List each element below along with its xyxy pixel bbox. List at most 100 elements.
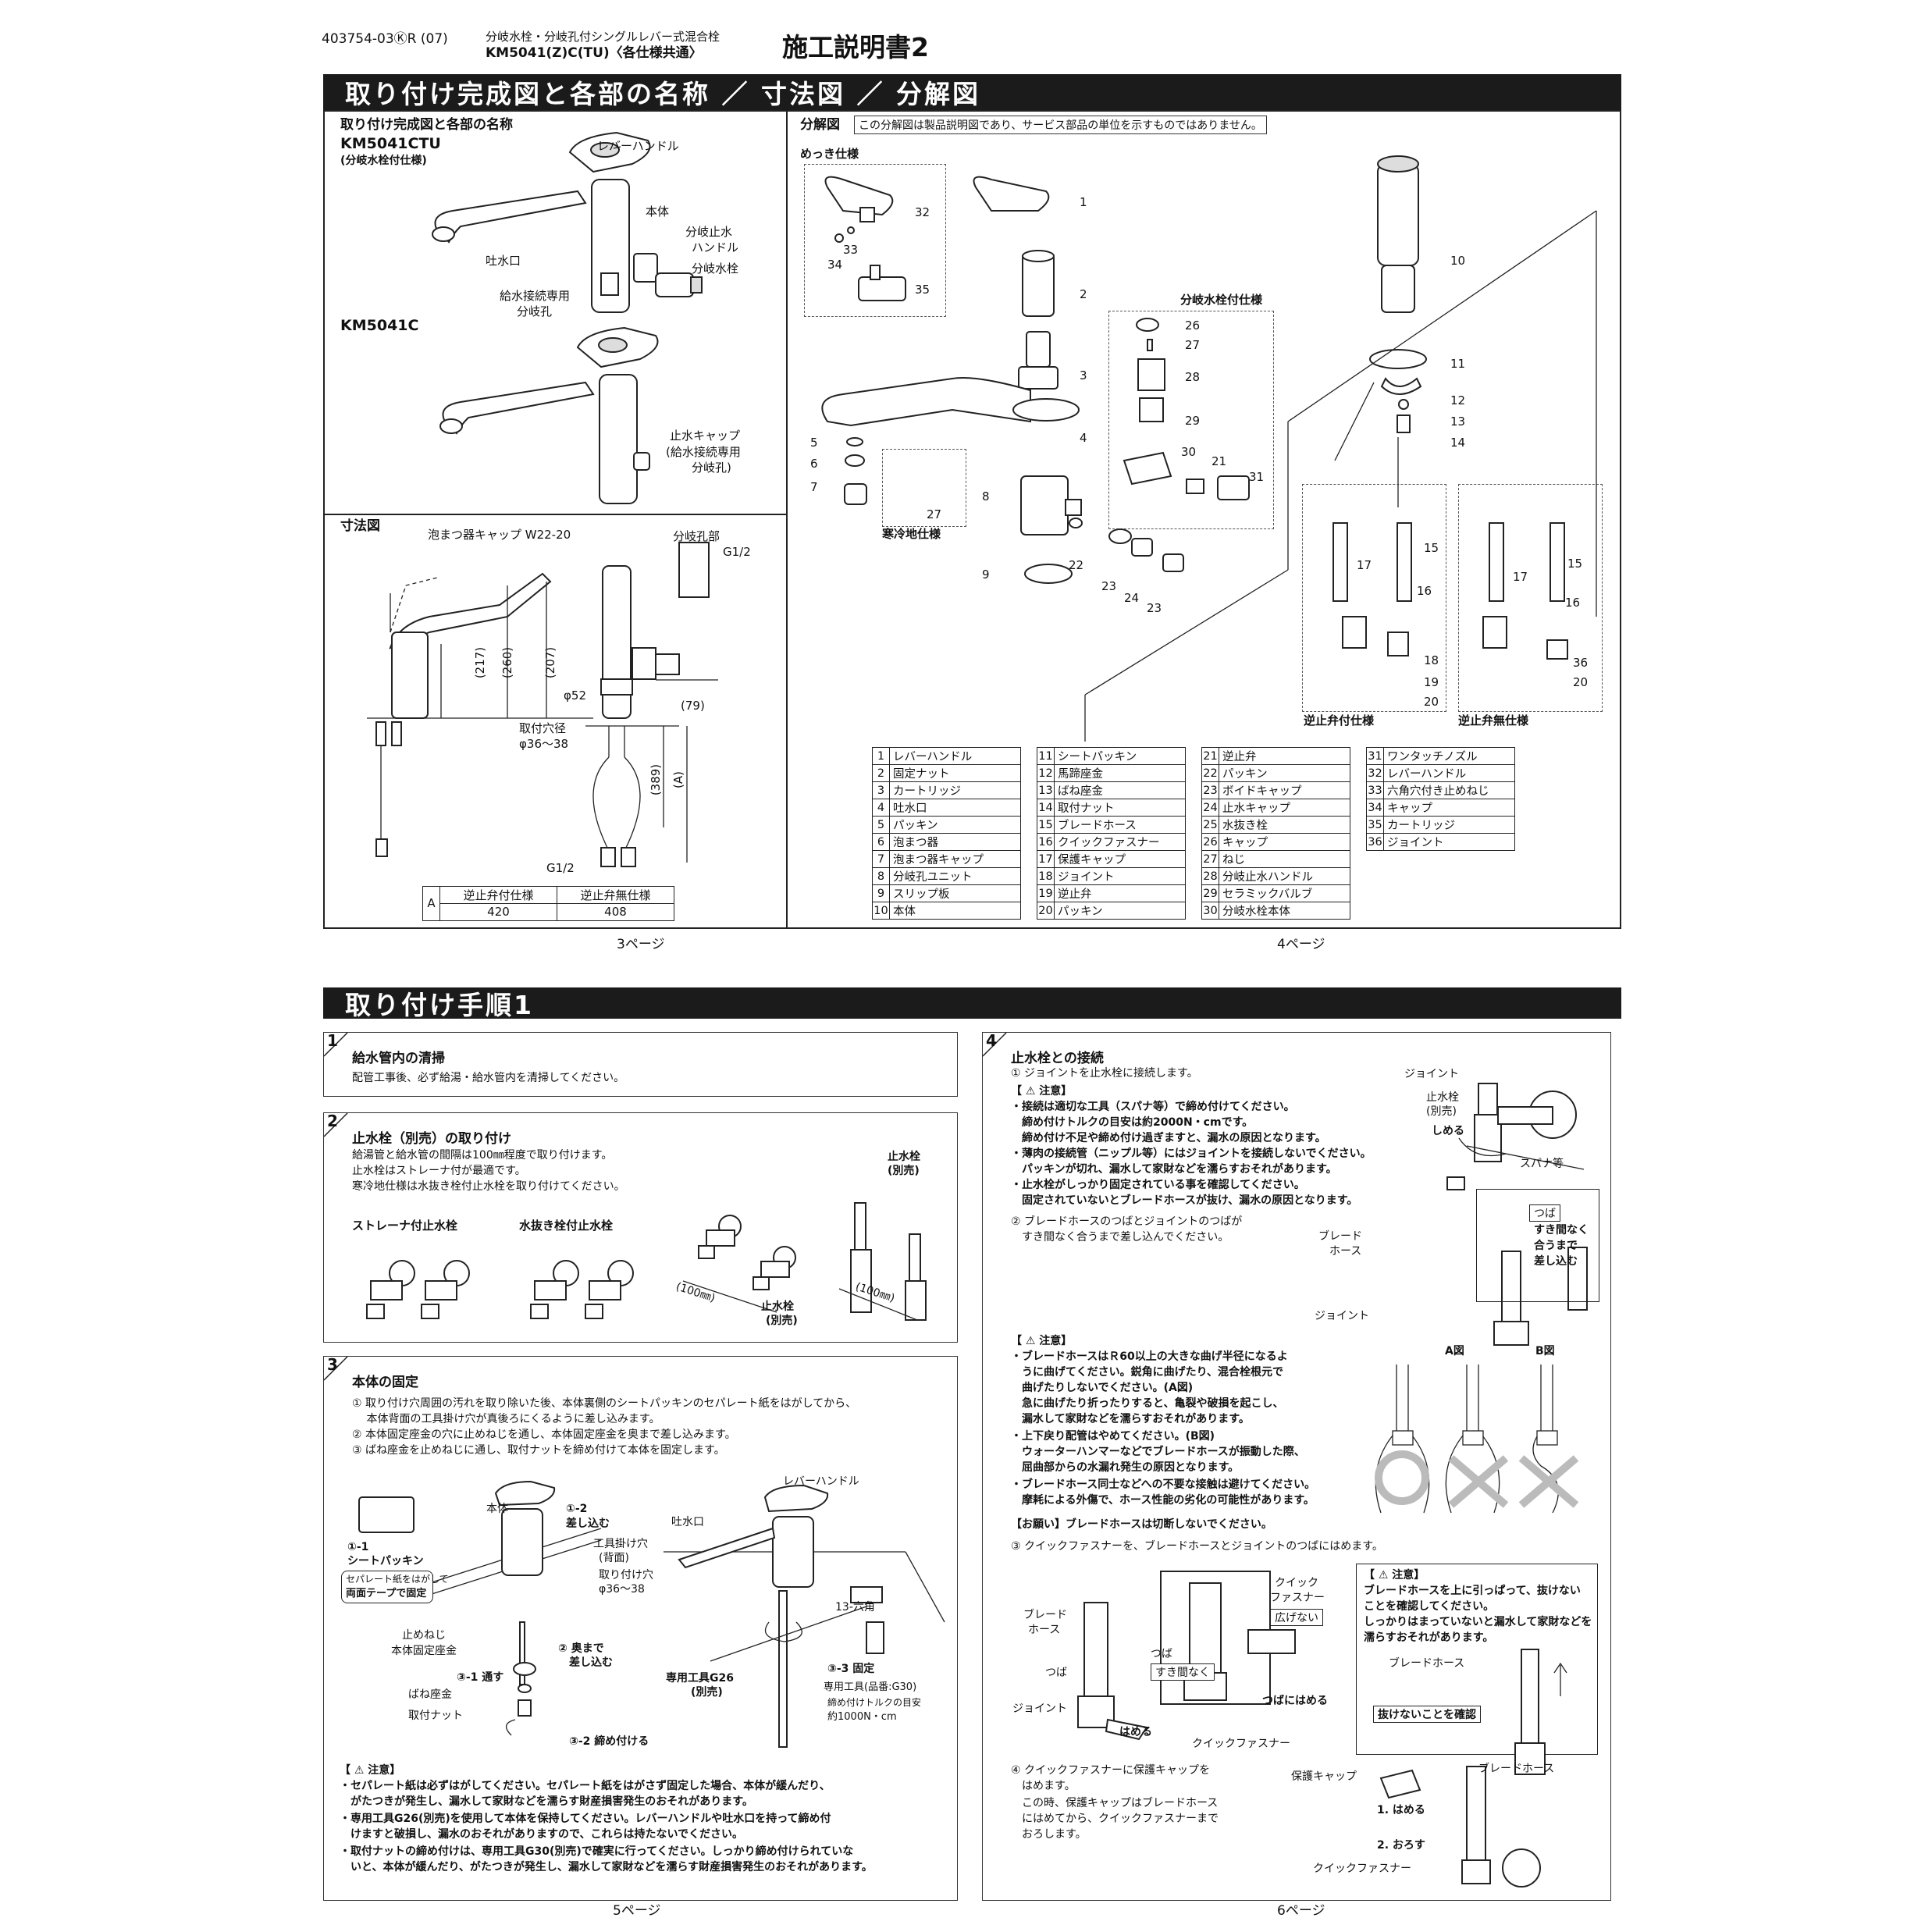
s3-tool-hole: 工具掛け穴 [593,1538,648,1550]
callout-31: 31 [1249,470,1265,484]
callout-12: 12 [1450,393,1466,407]
s3-mount-val: φ36～38 [599,1583,645,1596]
dim-thread-top: G1/2 [723,545,751,559]
s4-c2-6: ウォーターハンマーなどでブレードホースが振動した際、 [1011,1446,1305,1458]
part-name: ブレードホース [1054,816,1186,834]
callout-7: 7 [810,480,818,494]
part-no: 11 [1037,747,1055,765]
step-1-title: 給水管内の清掃 [352,1051,445,1066]
part-no: 20 [1037,902,1055,920]
s4-c2-5: ・上下戻り配管はやめてください。(B図) [1011,1430,1215,1443]
step-3-line4: ③ ばね座金を止めねじに通し、取付ナットを締め付けて本体を固定します。 [352,1444,725,1457]
dim-thread-bottom: G1/2 [546,861,575,875]
check-with-label: 逆止弁付仕様 [1304,713,1375,728]
label-branch-hole-a: 分岐孔 [517,304,553,318]
s4-l-flange: つば [1534,1208,1556,1220]
completion-heading: 取り付け完成図と各部の名称 [340,117,513,133]
part-no: 33 [1366,781,1384,799]
s3-spring: ばね座金 [408,1688,452,1701]
s3-back: (背面) [599,1552,629,1564]
s4-q-qf2: クイック [1275,1577,1318,1589]
callout-22: 22 [1069,558,1084,572]
part-no: 27 [1201,850,1219,868]
part-no: 8 [872,867,890,885]
s4-c1-4: パッキンが切れ、漏水して家財などを濡らすおそれがあります。 [1011,1163,1337,1176]
part-name: ワンタッチノズル [1383,747,1515,765]
step-corner [323,1112,348,1137]
part-name: キャップ [1219,833,1350,851]
part-name: シートパッキン [1054,747,1186,765]
step-1-num: 1 [327,1031,338,1050]
s4-line1: ① ジョイントを止水栓に接続します。 [1011,1067,1198,1080]
s4-l-tighten: しめる [1432,1125,1464,1137]
callout-34: 34 [827,258,843,272]
part-name: セラミックバルブ [1219,884,1350,902]
dim-table-val1: 420 [439,903,557,921]
s4-c1-3: ・薄肉の接続管（ニップル等）にはジョイントを接続しないでください。 [1011,1147,1372,1160]
label-handle-a: ハンドル [692,240,739,254]
callout-16: 16 [1417,584,1432,598]
callout-8: 8 [982,489,990,503]
dim-217: (217) [473,646,488,679]
step-corner [323,1032,348,1057]
s3-3-1: ③-1 通す [457,1671,504,1684]
part-no: 30 [1201,902,1219,920]
stop-valve-drawings [366,1202,927,1321]
label-lever-a: レバーハンドル [597,139,679,153]
top-frame [323,110,1621,929]
callout-20: 20 [1424,695,1439,709]
s4-caution-title: 【 ⚠ 注意】 [1011,1085,1073,1098]
part-name: 六角穴付き止めねじ [1383,781,1515,799]
branch-spec-label: 分岐水栓付仕様 [1180,293,1263,307]
s4-detail-box [1476,1189,1599,1302]
callout-27: 27 [1185,338,1201,352]
part-no: 29 [1201,884,1219,902]
s4-c2-7: 屈曲部からの水漏れ発生の原因となります。 [1011,1461,1240,1474]
step-1-box: 1 給水管内の清掃 配管工事後、必ず給湯・給水管内を清掃してください。 [323,1031,958,1097]
plating-box [804,164,946,317]
s3-seat-packing: シートパッキン [347,1555,424,1567]
check-without-label: 逆止弁無仕様 [1458,713,1529,728]
part-no: 34 [1366,799,1384,817]
s4-q-spread: 広げない [1275,1612,1318,1624]
part-name: カートリッジ [889,781,1021,799]
callout-1: 1 [1080,195,1087,209]
cold-spec-label: 寒冷地仕様 [882,527,941,541]
dim-branch-label: 分岐孔部 [673,529,720,543]
part-name: ねじ [1219,850,1350,868]
s4-pull-drawing [1514,1649,1567,1775]
label-stop-valve-a: 止水栓 [888,1151,920,1163]
part-name: 分岐孔ユニット [889,867,1021,885]
callout-3: 3 [1080,368,1087,382]
s4-c2-3: 急に曲げたり折ったりすると、亀裂や破損を起こし、 [1011,1397,1284,1410]
step-2-line2: 止水栓はストレーナ付が最適です。 [352,1165,526,1177]
s3-torque: 締め付けトルクの目安 [827,1697,922,1708]
page-4-label: 4ページ [1277,937,1325,952]
part-name: 取付ナット [1054,799,1186,817]
check-without-box [1458,484,1603,712]
part-name: ジョイント [1383,833,1515,851]
model-a-sub: (分岐水栓付仕様) [340,155,427,167]
s3-body: 本体 [486,1503,508,1515]
part-no: 15 [1037,816,1055,834]
dim-mount-label: 取付穴径 [519,721,567,735]
step-corner [323,1356,348,1381]
s3-caution-3: ・専用工具G26(別売)を使用して本体を保持してください。レバーハンドルや吐水口… [340,1813,831,1825]
step-corner [982,1032,1007,1057]
part-name: 逆止弁 [1219,747,1350,765]
label-sold-separately-b: (別売) [766,1315,798,1327]
step-2-line3: 寒冷地仕様は水抜き栓付止水栓を取り付けてください。 [352,1180,625,1193]
s4-q-spread-tag: 広げない [1270,1609,1323,1626]
s4-line4-2: この時、保護キャップはブレードホース [1011,1797,1219,1809]
s4-q-braid: ブレード [1023,1609,1067,1621]
s4-c1-2: 締め付け不足や締め付け過ぎますと、漏水の原因となります。 [1011,1132,1326,1144]
s4-c2-9: 摩耗による外傷で、ホース性能の劣化の可能性があります。 [1011,1494,1315,1507]
part-no: 36 [1366,833,1384,851]
label-strainer-valve: ストレーナ付止水栓 [352,1219,458,1233]
s3-caution-4: けますと破損し、漏水のおそれがありますので、これらは持たないでください。 [340,1828,744,1841]
label-supply-b: (給水接続専用 [666,445,741,459]
dim-table-col1: 逆止弁付仕様 [439,886,557,904]
part-name: 馬蹄座金 [1054,764,1186,782]
dim-mount-value: φ36～38 [519,737,569,751]
